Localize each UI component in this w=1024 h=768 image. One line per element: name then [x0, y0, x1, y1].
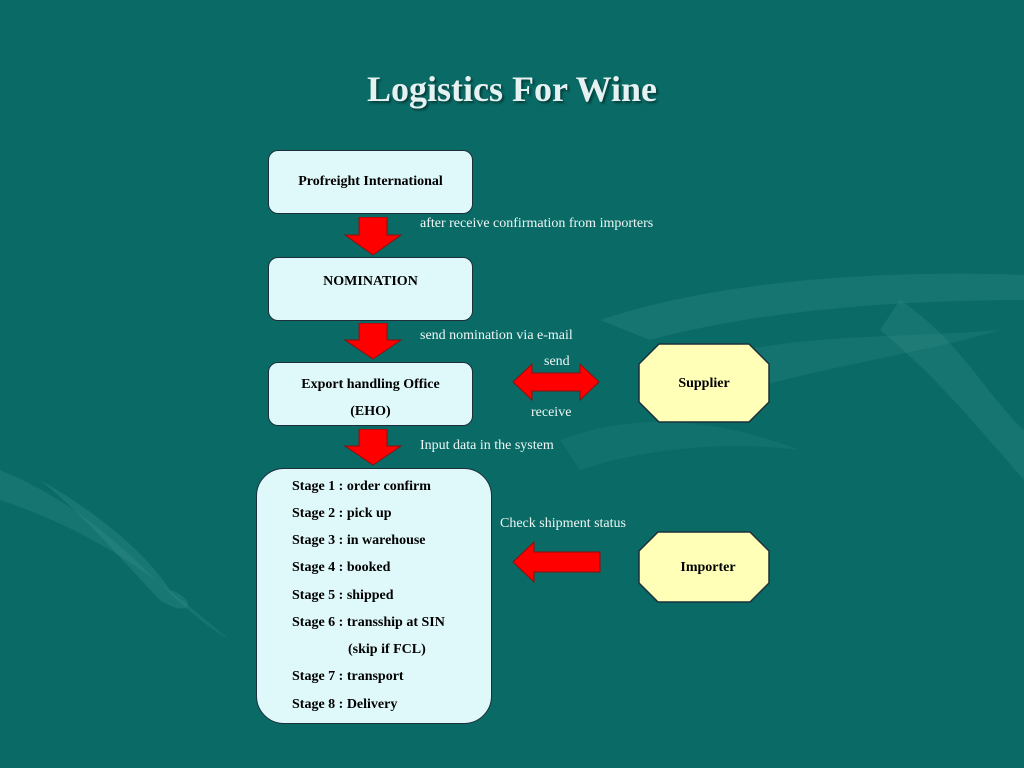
stage-item: Stage 2 : pick up — [292, 506, 392, 521]
note-send-nomination: send nomination via e-mail — [420, 328, 573, 343]
nomination-box: NOMINATION — [268, 257, 473, 321]
eho-label-line1: Export handling Office — [301, 377, 440, 392]
note-after-confirmation: after receive confirmation from importer… — [420, 216, 654, 231]
eho-label-line2: (EHO) — [350, 404, 391, 419]
profreight-box: Profreight International — [268, 150, 473, 214]
supplier-label: Supplier — [678, 376, 730, 391]
note-send: send — [544, 354, 570, 369]
nomination-label: NOMINATION — [323, 274, 418, 289]
stage-item: Stage 8 : Delivery — [292, 697, 398, 712]
eho-box: Export handling Office (EHO) — [268, 362, 473, 426]
stage-item: (skip if FCL) — [348, 642, 426, 657]
stage-item: Stage 1 : order confirm — [292, 479, 431, 494]
importer-label: Importer — [680, 560, 736, 575]
stage-item: Stage 3 : in warehouse — [292, 533, 426, 548]
note-receive: receive — [531, 405, 572, 420]
down-arrow-3 — [343, 429, 403, 466]
stage-item: Stage 7 : transport — [292, 669, 404, 684]
note-input-data: Input data in the system — [420, 438, 554, 453]
supplier-octagon — [638, 343, 770, 423]
down-arrow-1 — [343, 217, 403, 256]
stage-item: Stage 4 : booked — [292, 560, 391, 575]
profreight-label: Profreight International — [298, 174, 443, 189]
page-title: Logistics For Wine — [366, 69, 658, 109]
stage-item: Stage 6 : transship at SIN — [292, 615, 445, 630]
importer-octagon — [638, 531, 770, 603]
note-check-status: Check shipment status — [500, 516, 626, 531]
double-arrow-icon — [512, 362, 600, 402]
left-arrow-icon — [512, 541, 601, 583]
stage-item: Stage 5 : shipped — [292, 588, 394, 603]
down-arrow-2 — [343, 323, 403, 360]
stages-box: Stage 1 : order confirm Stage 2 : pick u… — [256, 468, 492, 724]
